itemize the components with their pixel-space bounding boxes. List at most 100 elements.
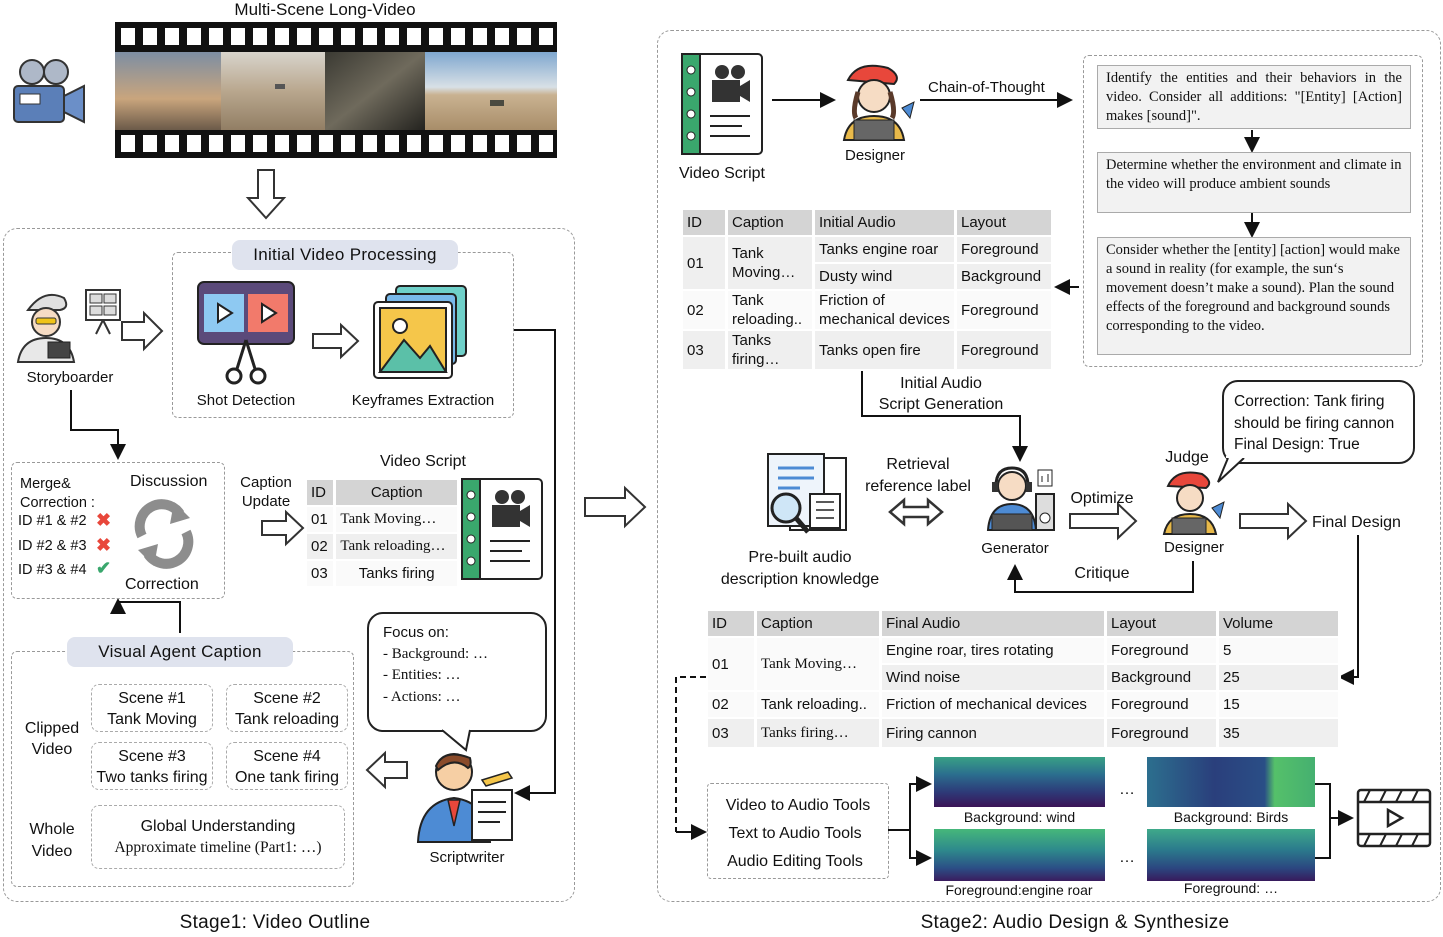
judge-bubble-line: Final Design: True — [1234, 436, 1360, 453]
judge-designer-icon — [1160, 470, 1226, 541]
shot-detection-icon — [196, 280, 296, 391]
check-icon: ✔ — [96, 558, 112, 578]
scene-desc: Tank Moving — [107, 711, 197, 728]
spectrogram-birds — [1147, 757, 1315, 807]
visual-agent-title: Visual Agent Caption — [67, 637, 293, 667]
focus-item: - Actions: … — [383, 688, 461, 705]
prebuilt-1: Pre-built audio — [748, 549, 852, 566]
caption-update-2: Update — [241, 493, 291, 510]
tool-item: Video to Audio Tools — [725, 797, 871, 814]
script-notebook-icon — [460, 477, 546, 588]
scene-desc: Tank reloading — [234, 711, 340, 728]
spectrogram-label: Foreground:engine roar — [945, 882, 1093, 898]
initial-audio-gen-2: Script Generation — [878, 396, 1004, 413]
table-cell: Foreground — [1105, 691, 1219, 719]
spectrogram-wind — [934, 757, 1105, 807]
spectrogram-label: Background: wind — [963, 809, 1076, 825]
storyboarder-icon — [14, 282, 124, 369]
discussion-panel — [11, 462, 225, 599]
cot-panel — [1083, 55, 1423, 367]
spectrogram-foreground — [1147, 829, 1315, 881]
initial-processing-title: Initial Video Processing — [232, 240, 458, 270]
video-script-notebook-icon — [680, 52, 766, 163]
knowledge-documents-icon — [760, 452, 852, 543]
table-cell: Tank Moving… — [334, 506, 460, 534]
table-cell: 02 — [307, 533, 337, 561]
scene-number: Scene #4 — [253, 748, 321, 765]
scene-desc: One tank firing — [234, 769, 340, 786]
hollow-arrows — [121, 169, 1308, 790]
table-header: Final Audio — [880, 611, 1107, 638]
table-cell: Dusty wind — [813, 263, 957, 291]
table-cell: Background — [955, 263, 1054, 291]
table-cell: Foreground — [1105, 637, 1219, 665]
judge-bubble-line: should be firing cannon — [1234, 414, 1395, 432]
table-cell: Tanks open fire — [813, 330, 957, 371]
optimize-label: Optimize — [1070, 490, 1134, 507]
table-cell: Friction of mechanical devices — [813, 290, 957, 331]
ellipsis: … — [1119, 781, 1135, 798]
table-header: Initial Audio — [813, 210, 957, 237]
bubble-tail — [1217, 456, 1246, 483]
table-cell: Tanks firing… — [755, 718, 882, 749]
table-cell: 15 — [1217, 691, 1341, 719]
scene-desc: Two tanks firing — [96, 769, 208, 786]
tools-box — [707, 783, 889, 879]
spectrogram-engine — [934, 829, 1105, 881]
table-cell: 01 — [307, 506, 337, 534]
table-cell: 5 — [1217, 637, 1341, 665]
table-header: Volume — [1217, 611, 1341, 638]
stage2-caption: Stage2: Audio Design & Synthesize — [920, 912, 1230, 933]
judge-bubble-line: Correction: Tank firing — [1234, 393, 1385, 410]
caption-text: Tank reloading.. — [732, 292, 803, 328]
table-header: Caption — [755, 611, 882, 638]
global-understanding-box: Global Understanding Approximate timelin… — [91, 805, 345, 869]
table-cell: Tank reloading.. — [755, 691, 882, 719]
merge-item-2: ID #2 & #3 — [18, 538, 87, 554]
table-header: Layout — [1105, 611, 1219, 638]
stage2-panel — [657, 30, 1441, 902]
final-design-label: Final Design — [1312, 514, 1401, 531]
caption-text: Tanks firing… — [732, 332, 780, 368]
table-cell: 02 — [708, 691, 757, 719]
generator-icon — [984, 464, 1056, 539]
caption-update-1: Caption — [240, 474, 292, 491]
refresh-cycle-icon — [124, 496, 204, 577]
video-script-label: Video Script — [679, 165, 765, 182]
table-cell: Foreground — [955, 330, 1054, 371]
scene-number: Scene #2 — [253, 690, 321, 707]
cot-step-2: Determine whether the environment and cl… — [1097, 152, 1411, 213]
film-strip — [115, 22, 557, 158]
designer-icon — [838, 62, 918, 147]
scene-box-2: Scene #2 Tank reloading — [226, 684, 348, 732]
table-header: ID — [708, 611, 757, 638]
table-header: ID — [683, 210, 728, 237]
table-cell: Tank Moving… — [755, 637, 882, 692]
focus-item: - Background: … — [383, 645, 488, 662]
critique-label: Critique — [1074, 565, 1130, 582]
cross-icon: ✖ — [96, 510, 112, 530]
table-cell: Foreground — [955, 236, 1054, 264]
table-cell: 03 — [307, 560, 337, 588]
keyframes-label: Keyframes Extraction — [351, 392, 495, 409]
table-cell: Engine roar, tires rotating — [880, 637, 1107, 665]
merge-item-1: ID #1 & #2 — [18, 513, 87, 529]
table-cell: 35 — [1217, 718, 1341, 749]
approx-timeline: Approximate timeline (Part1: …) — [114, 839, 322, 856]
judge-bubble: Correction: Tank firing should be firing… — [1222, 380, 1415, 464]
whole-video-1: Whole — [29, 821, 75, 838]
merge-item-3: ID #3 & #4 — [18, 562, 87, 578]
chain-of-thought-label: Chain-of-Thought — [928, 79, 1045, 96]
video-camera-icon — [10, 56, 88, 133]
shot-detection-label: Shot Detection — [196, 392, 296, 409]
storyboarder-label: Storyboarder — [26, 369, 114, 386]
table-cell: Tanks firing — [334, 560, 460, 588]
table-cell: Foreground — [1105, 718, 1219, 749]
correction-label: Correction — [125, 576, 199, 593]
cot-step-3: Consider whether the [entity] [action] w… — [1097, 237, 1411, 355]
table-header: ID — [307, 480, 337, 507]
table-header: Caption — [726, 210, 815, 237]
